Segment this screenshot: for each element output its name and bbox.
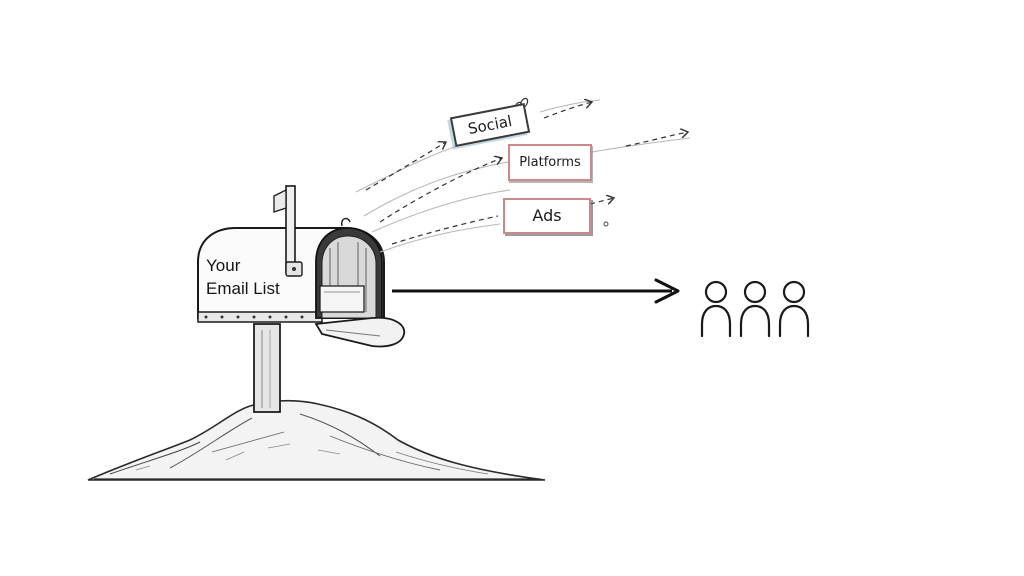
mailbox-post <box>253 323 281 413</box>
person-icon <box>739 280 771 338</box>
ads-tag: Ads <box>503 198 591 234</box>
dot-mark <box>603 221 609 227</box>
mailbox-label: Your Email List <box>206 254 280 300</box>
mailbox-icon <box>197 185 406 348</box>
person-icon <box>700 280 732 338</box>
main-arrow <box>392 278 680 304</box>
hill <box>87 399 546 481</box>
channel-arrows <box>365 102 688 245</box>
platforms-tag: Platforms <box>508 144 592 181</box>
mailbox-label-line1: Your <box>206 256 241 275</box>
person-icon <box>778 280 810 338</box>
people-icon <box>700 280 810 338</box>
mailbox-label-line2: Email List <box>206 279 280 298</box>
